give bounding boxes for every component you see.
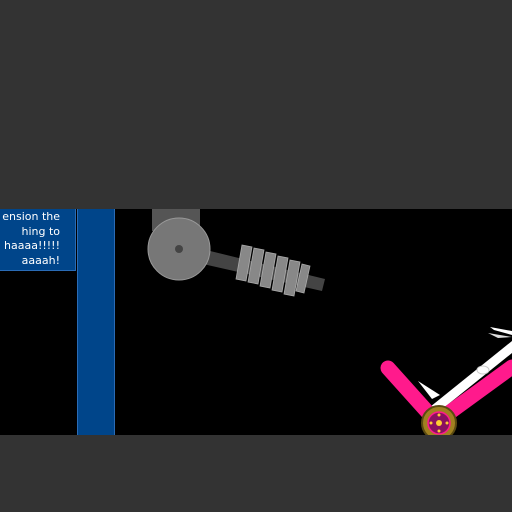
coil-spring-icon <box>235 244 311 297</box>
spring-coil-5 <box>283 259 301 297</box>
wheel-bolt-2 <box>445 421 449 425</box>
wheel-bolt-3 <box>437 429 441 433</box>
pole-splinter-2 <box>490 327 512 335</box>
pole-splinter-3 <box>488 333 512 338</box>
dialog-line-3: haaaa!!!!! <box>4 239 60 252</box>
spring-coil-3 <box>259 251 277 289</box>
player-left-arm <box>380 360 440 425</box>
pole-grip <box>476 365 490 375</box>
spring-coil-2 <box>247 247 265 285</box>
dialog-line-2: hing to <box>21 224 60 238</box>
playfield[interactable]: ension the hing to haaaa!!!!! aaaah! <box>0 209 512 435</box>
wheel-icon <box>421 405 457 435</box>
pole-shaft <box>430 341 512 414</box>
blue-pillar <box>77 209 115 435</box>
pink-v-character-icon <box>380 359 512 425</box>
dialog-line-4: aaaah! <box>21 253 60 267</box>
turret-pivot <box>175 245 183 253</box>
dialog-box: ension the hing to haaaa!!!!! aaaah! <box>0 209 76 271</box>
player-right-arm <box>438 359 512 423</box>
wheel-bolt-1 <box>437 413 441 417</box>
scene-graphics <box>147 209 512 435</box>
spring-coil-4 <box>271 255 289 293</box>
wheel-axle <box>436 420 442 426</box>
white-pole <box>418 327 512 414</box>
dialog-line-1: ension the <box>2 210 60 223</box>
pole-splinter-1 <box>418 381 440 399</box>
spring-coil-1 <box>235 244 253 282</box>
wheel-bolt-4 <box>429 421 433 425</box>
spring-coil-6 <box>295 263 311 294</box>
